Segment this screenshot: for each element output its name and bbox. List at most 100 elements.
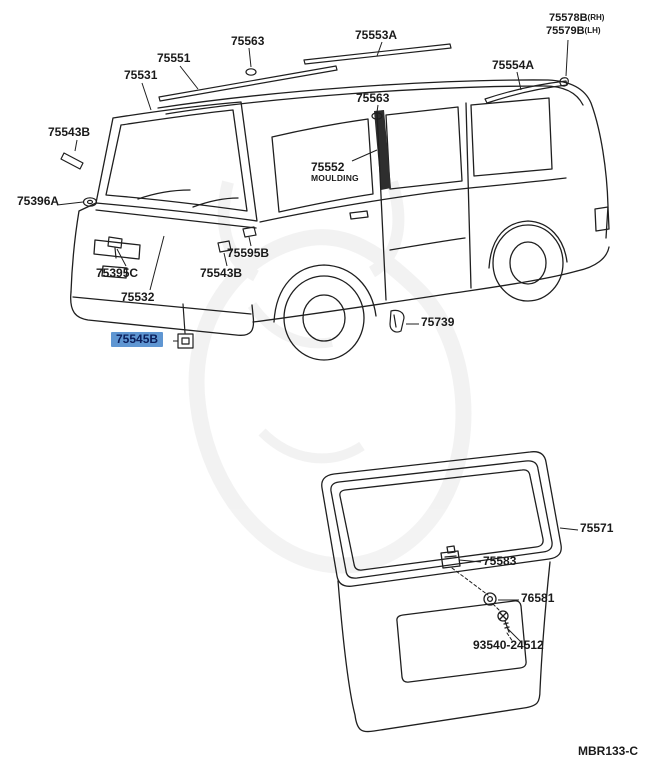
watermark-blob: [188, 229, 472, 574]
part-label-93540-24512[interactable]: 93540-24512: [473, 638, 544, 652]
van-roof-outline: [157, 79, 609, 239]
part-label-76581[interactable]: 76581: [521, 591, 555, 605]
part-qualifier: (RH): [587, 13, 605, 22]
leader-75543b-left: [74, 139, 78, 152]
latch-75583-tab: [446, 545, 456, 554]
sliding-door-window: [385, 106, 463, 190]
part-label-75532[interactable]: 75532: [121, 290, 155, 304]
part-label-75551[interactable]: 75551: [157, 51, 191, 65]
tailgate-license-recess: [396, 600, 527, 683]
part-number: 75579B: [546, 25, 585, 37]
sliding-door-track: [389, 237, 466, 251]
clip-75563-mid: [371, 112, 383, 120]
leader-75551: [179, 65, 199, 90]
clip-75595b: [242, 226, 257, 238]
rear-bumper: [576, 246, 610, 272]
latch-75583: [440, 550, 461, 569]
leader-75532: [149, 235, 165, 291]
part-label-75595B[interactable]: 75595B: [227, 246, 270, 260]
exploded-parts: [60, 43, 569, 349]
part-label-75543B-center[interactable]: 75543B: [200, 266, 243, 280]
clip-75396a-inner: [86, 199, 94, 205]
screw-93540-shaft: [503, 620, 510, 633]
part-label-75583[interactable]: 75583: [483, 554, 517, 568]
construction-grommet-to-screw: [492, 603, 502, 613]
front-wheel-arch: [273, 264, 377, 323]
rear-wheel: [492, 224, 564, 302]
wiper-left: [137, 189, 191, 200]
leader-75531: [141, 82, 152, 111]
leader-lines: [56, 39, 579, 643]
leader-75563-top: [248, 47, 252, 68]
front-wheel: [283, 275, 365, 361]
rear-quarter-window: [470, 97, 553, 177]
leader-75595b: [248, 236, 252, 247]
drawing-code: MBR133-C: [577, 744, 638, 758]
part-qualifier: (LH): [584, 26, 601, 35]
part-label-75563-mid[interactable]: 75563: [356, 91, 390, 105]
part-label-75571[interactable]: 75571: [580, 521, 614, 535]
door-seam-rear: [465, 102, 472, 289]
leader-75543b-center: [223, 252, 228, 267]
part-label-75739[interactable]: 75739: [421, 315, 455, 329]
construction-screw-down: [506, 632, 514, 643]
clip-75563-top: [245, 68, 257, 76]
clip-75545b: [177, 333, 194, 349]
part-label-75395C[interactable]: 75395C: [96, 266, 139, 280]
assembly-construction-lines: [451, 567, 514, 643]
part-number: 75578B: [549, 12, 588, 24]
part-label-75563-top[interactable]: 75563: [231, 34, 265, 48]
watermark: [188, 180, 472, 574]
leader-75552: [351, 149, 378, 162]
leader-75553a: [376, 41, 383, 57]
part-label-75531[interactable]: 75531: [124, 68, 158, 82]
clip-75578b: [559, 77, 569, 87]
clip-75395c-stem: [114, 247, 117, 259]
clip-75396a: [82, 197, 98, 207]
part-label-75396A[interactable]: 75396A: [17, 194, 60, 208]
front-badge: [101, 265, 128, 279]
leader-93540: [507, 628, 522, 643]
beltline: [259, 177, 567, 223]
tailgate-weatherstrip: [330, 460, 553, 579]
screw-93540-head: [497, 610, 509, 622]
watermark-curve-2: [258, 428, 365, 464]
side-bottom-line: [252, 270, 578, 323]
grommet-76581: [483, 592, 497, 606]
rear-wheel-arch: [488, 220, 568, 269]
part-label-75553A[interactable]: 75553A: [355, 28, 398, 42]
part-label-75554A[interactable]: 75554A: [492, 58, 535, 72]
latch-75583-detail: [444, 555, 457, 558]
piece-75739: [389, 309, 405, 333]
part-number: 75552: [311, 160, 345, 174]
roof-moulding-strip-right: [303, 43, 452, 65]
tailgate-drawing: [321, 451, 562, 733]
van-drawing: [70, 79, 610, 361]
windshield-outer: [95, 101, 258, 222]
watermark-curve-1: [247, 302, 333, 349]
wiper-right: [192, 197, 239, 208]
rear-wheel-hub: [509, 241, 547, 285]
door-seam-front: [376, 111, 387, 301]
tailgate-glass-edge: [339, 469, 544, 571]
leader-75396a: [56, 201, 84, 206]
clip-75395c: [107, 236, 123, 249]
front-wheel-hub: [302, 294, 346, 342]
piece-75543b-left: [60, 152, 84, 170]
tail-lamp: [594, 206, 610, 232]
part-label-75543B-left[interactable]: 75543B: [48, 125, 91, 139]
part-label-75578B[interactable]: 75578B(RH): [549, 12, 604, 24]
part-label-75552[interactable]: 75552 MOULDING: [311, 160, 359, 183]
clip-75545b-stem: [182, 303, 186, 334]
roof-moulding-strip-left: [158, 65, 338, 102]
leader-75578b: [565, 39, 569, 77]
cowl-line: [95, 209, 257, 229]
part-label-75579B[interactable]: 75579B(LH): [546, 25, 601, 37]
leader-75571: [559, 527, 579, 531]
part-label-75545B[interactable]: 75545B: [111, 332, 164, 348]
front-bumper-top-line: [72, 296, 252, 315]
tailgate-window-outer: [321, 451, 562, 587]
door-handle: [349, 210, 369, 220]
